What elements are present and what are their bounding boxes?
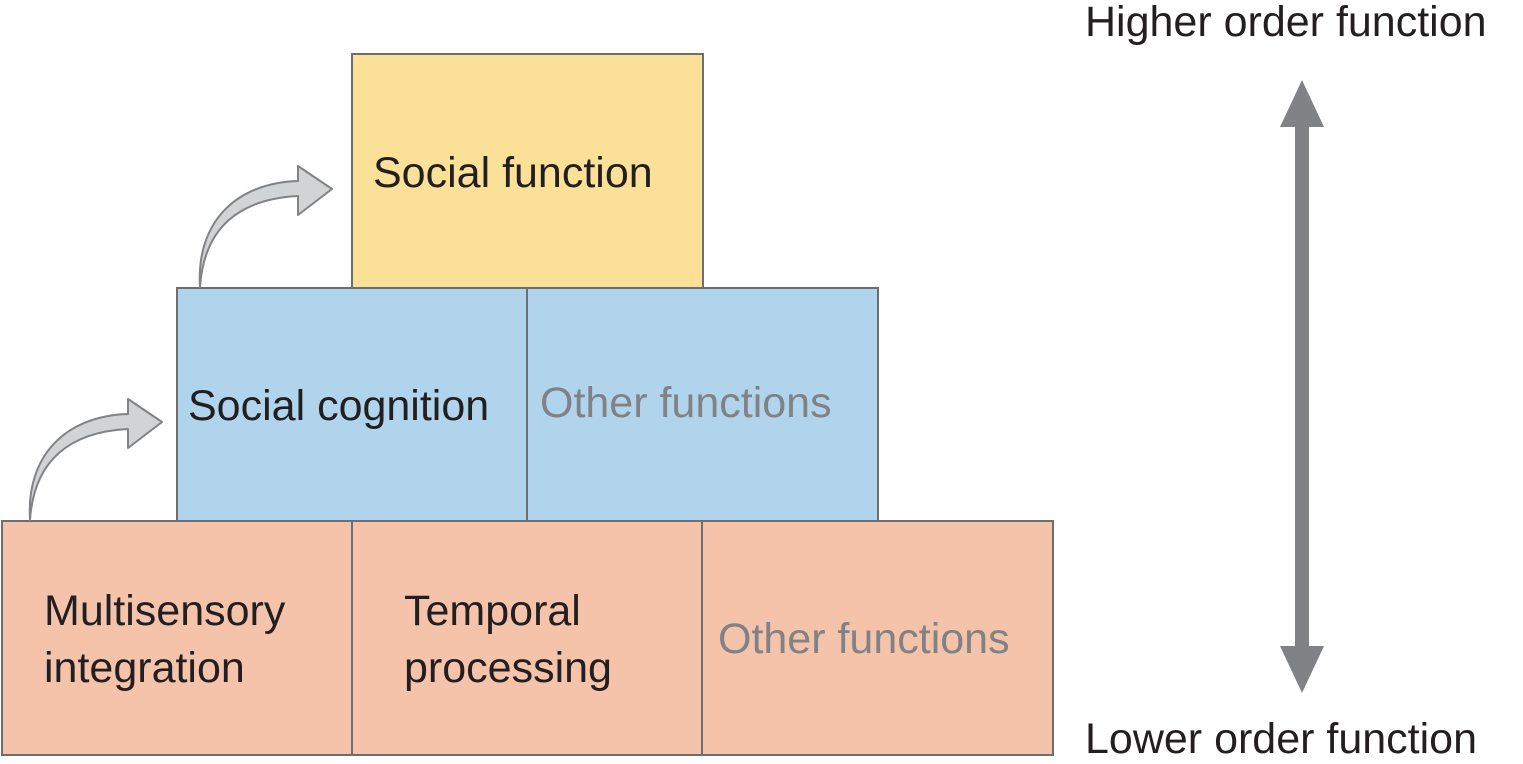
temporal-label-line1: Temporal (404, 587, 581, 635)
multisensory-integration-box (1, 520, 354, 756)
social-cognition-label: Social cognition (188, 382, 490, 430)
middle-other-functions-label: Other functions (540, 379, 832, 427)
vertical-axis-arrow-icon (1280, 80, 1324, 693)
curved-arrow-upper-icon (198, 165, 333, 288)
middle-other-functions-box (526, 287, 879, 523)
multisensory-label-line2: integration (44, 644, 245, 692)
lower-order-function-label: Lower order function (1085, 715, 1477, 763)
temporal-label-line2: processing (404, 644, 612, 692)
temporal-processing-box (351, 520, 704, 756)
bottom-other-functions-box (701, 520, 1054, 756)
curved-arrow-lower-icon (28, 398, 163, 521)
higher-order-function-label: Higher order function (1085, 0, 1487, 46)
bottom-other-functions-label: Other functions (718, 615, 1010, 663)
social-function-label: Social function (373, 149, 653, 197)
multisensory-label-line1: Multisensory (44, 587, 286, 635)
social-function-box (351, 53, 704, 289)
